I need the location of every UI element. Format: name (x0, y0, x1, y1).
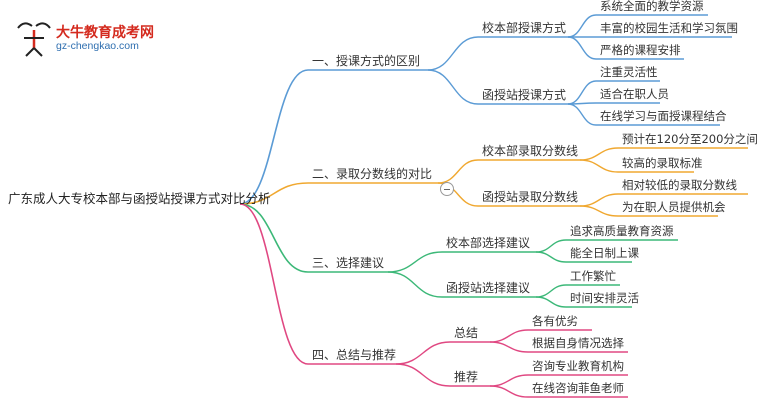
subtopic-connector (427, 36, 479, 71)
subtopic[interactable]: 函授站授课方式 (482, 88, 567, 102)
subtopic[interactable]: 总结 (454, 326, 479, 340)
leaf-connector (567, 80, 597, 105)
leaf-topic[interactable]: 为在职人员提供机会 (622, 200, 726, 214)
leaf-connector (579, 205, 619, 217)
leaf-topic[interactable]: 较高的录取标准 (622, 156, 703, 170)
subtopic-connector (387, 251, 443, 273)
leaf-connector (567, 103, 597, 126)
leaf-topic[interactable]: 预计在120分至200分之间 (622, 132, 758, 146)
logo-title: 大牛教育成考网 (56, 25, 154, 41)
leaf-topic[interactable]: 注重灵活性 (600, 65, 658, 79)
leaf-connector (535, 251, 567, 263)
leaf-connector (489, 341, 529, 353)
leaf-connector (489, 374, 529, 387)
leaf-topic[interactable]: 时间安排灵活 (570, 291, 639, 305)
leaf-topic[interactable]: 根据自身情况选择 (532, 336, 624, 350)
leaf-topic[interactable]: 适合在职人员 (600, 87, 669, 101)
subtopic[interactable]: 校本部选择建议 (446, 236, 531, 250)
collapse-toggle-icon[interactable] (440, 182, 454, 196)
leaf-topic[interactable]: 丰富的校园生活和学习氛围 (600, 21, 738, 35)
logo-url[interactable]: gz-chengkao.com (56, 40, 139, 52)
subtopic[interactable]: 校本部录取分数线 (482, 144, 579, 158)
subtopic-connector (387, 271, 443, 298)
leaf-topic[interactable]: 各有优劣 (532, 314, 578, 328)
subtopic[interactable]: 函授站录取分数线 (482, 190, 579, 204)
leaf-connector (535, 239, 567, 253)
leaf-topic[interactable]: 追求高质量教育资源 (570, 224, 674, 238)
branch-topic[interactable]: 四、总结与推荐 (312, 348, 397, 362)
leaf-connector (489, 329, 529, 343)
subtopic-connector (395, 363, 451, 387)
root-topic[interactable]: 广东成人大专校本部与函授站授课方式对比分析 (8, 191, 271, 206)
site-logo[interactable]: 大牛教育成考网 gz-chengkao.com (14, 18, 169, 58)
subtopic-connector (395, 341, 451, 365)
leaf-topic[interactable]: 在线学习与面授课程结合 (600, 109, 727, 123)
leaf-topic[interactable]: 在线咨询菲鱼老师 (532, 381, 624, 395)
subtopic[interactable]: 校本部授课方式 (482, 21, 567, 35)
leaf-connector (567, 36, 597, 60)
leaf-connector (535, 284, 567, 298)
leaf-connector (579, 159, 619, 173)
branch-topic[interactable]: 三、选择建议 (312, 256, 385, 270)
subtopic-connector (427, 69, 479, 105)
leaf-connector (579, 193, 619, 207)
subtopic[interactable]: 推荐 (454, 370, 479, 384)
leaf-topic[interactable]: 系统全面的教学资源 (600, 0, 704, 13)
leaf-topic[interactable]: 能全日制上课 (570, 246, 639, 260)
leaf-connector (579, 147, 619, 161)
branch-connector (239, 182, 309, 205)
leaf-connector (567, 14, 597, 38)
subtopic-connector (437, 159, 479, 184)
leaf-topic[interactable]: 工作繁忙 (570, 269, 616, 283)
leaf-topic[interactable]: 咨询专业教育机构 (532, 359, 624, 373)
branch-connector (239, 69, 309, 205)
subtopic[interactable]: 函授站选择建议 (446, 281, 531, 295)
branch-connector (239, 203, 309, 273)
ox-logo-icon (17, 22, 51, 57)
leaf-topic[interactable]: 相对较低的录取分数线 (622, 178, 737, 192)
branch-topic[interactable]: 一、授课方式的区别 (312, 54, 421, 68)
branch-connector (239, 203, 309, 365)
branch-topic[interactable]: 二、录取分数线的对比 (312, 167, 433, 181)
leaf-topic[interactable]: 严格的课程安排 (600, 43, 681, 57)
leaf-connector (489, 385, 529, 398)
leaf-connector (535, 296, 567, 308)
